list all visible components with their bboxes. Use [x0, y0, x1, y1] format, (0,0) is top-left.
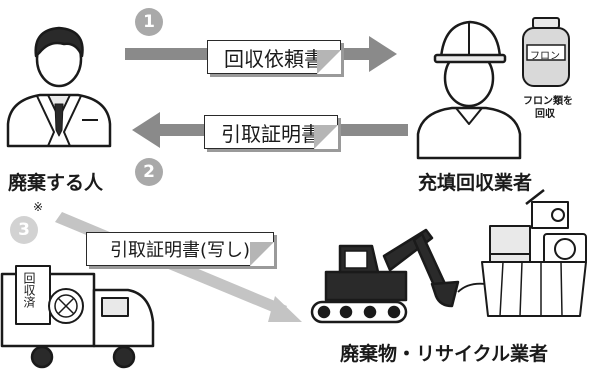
recycler-label: 廃棄物・リサイクル業者: [340, 343, 549, 365]
cylinder-caption-line2: 回収: [535, 109, 555, 120]
footnote-mark: ※: [33, 200, 44, 214]
collector-label: 充填回収業者: [418, 172, 533, 194]
cable-icon: [457, 282, 487, 293]
request-document-label: 回収依頼書: [207, 40, 341, 74]
step-3-badge: 3: [10, 216, 38, 244]
excavator-icon: [310, 228, 460, 324]
scrap-appliances-icon: [481, 189, 587, 317]
person-businessman-icon: [6, 26, 112, 148]
step-2-badge: 2: [135, 158, 163, 186]
truck-icon: [0, 265, 155, 369]
gas-cylinder-icon: [522, 17, 570, 87]
worker-helmet-icon: [416, 20, 522, 160]
certificate-document-label: 引取証明書: [204, 115, 338, 149]
truck-stamp-label: 回収済: [22, 272, 36, 308]
step-1-badge: 1: [135, 8, 163, 36]
discarder-label: 廃棄する人: [8, 172, 104, 194]
cylinder-label: フロン: [530, 51, 560, 62]
cylinder-caption-line1: フロン類を: [523, 96, 573, 107]
certificate-copy-document-label: 引取証明書(写し): [86, 232, 274, 266]
